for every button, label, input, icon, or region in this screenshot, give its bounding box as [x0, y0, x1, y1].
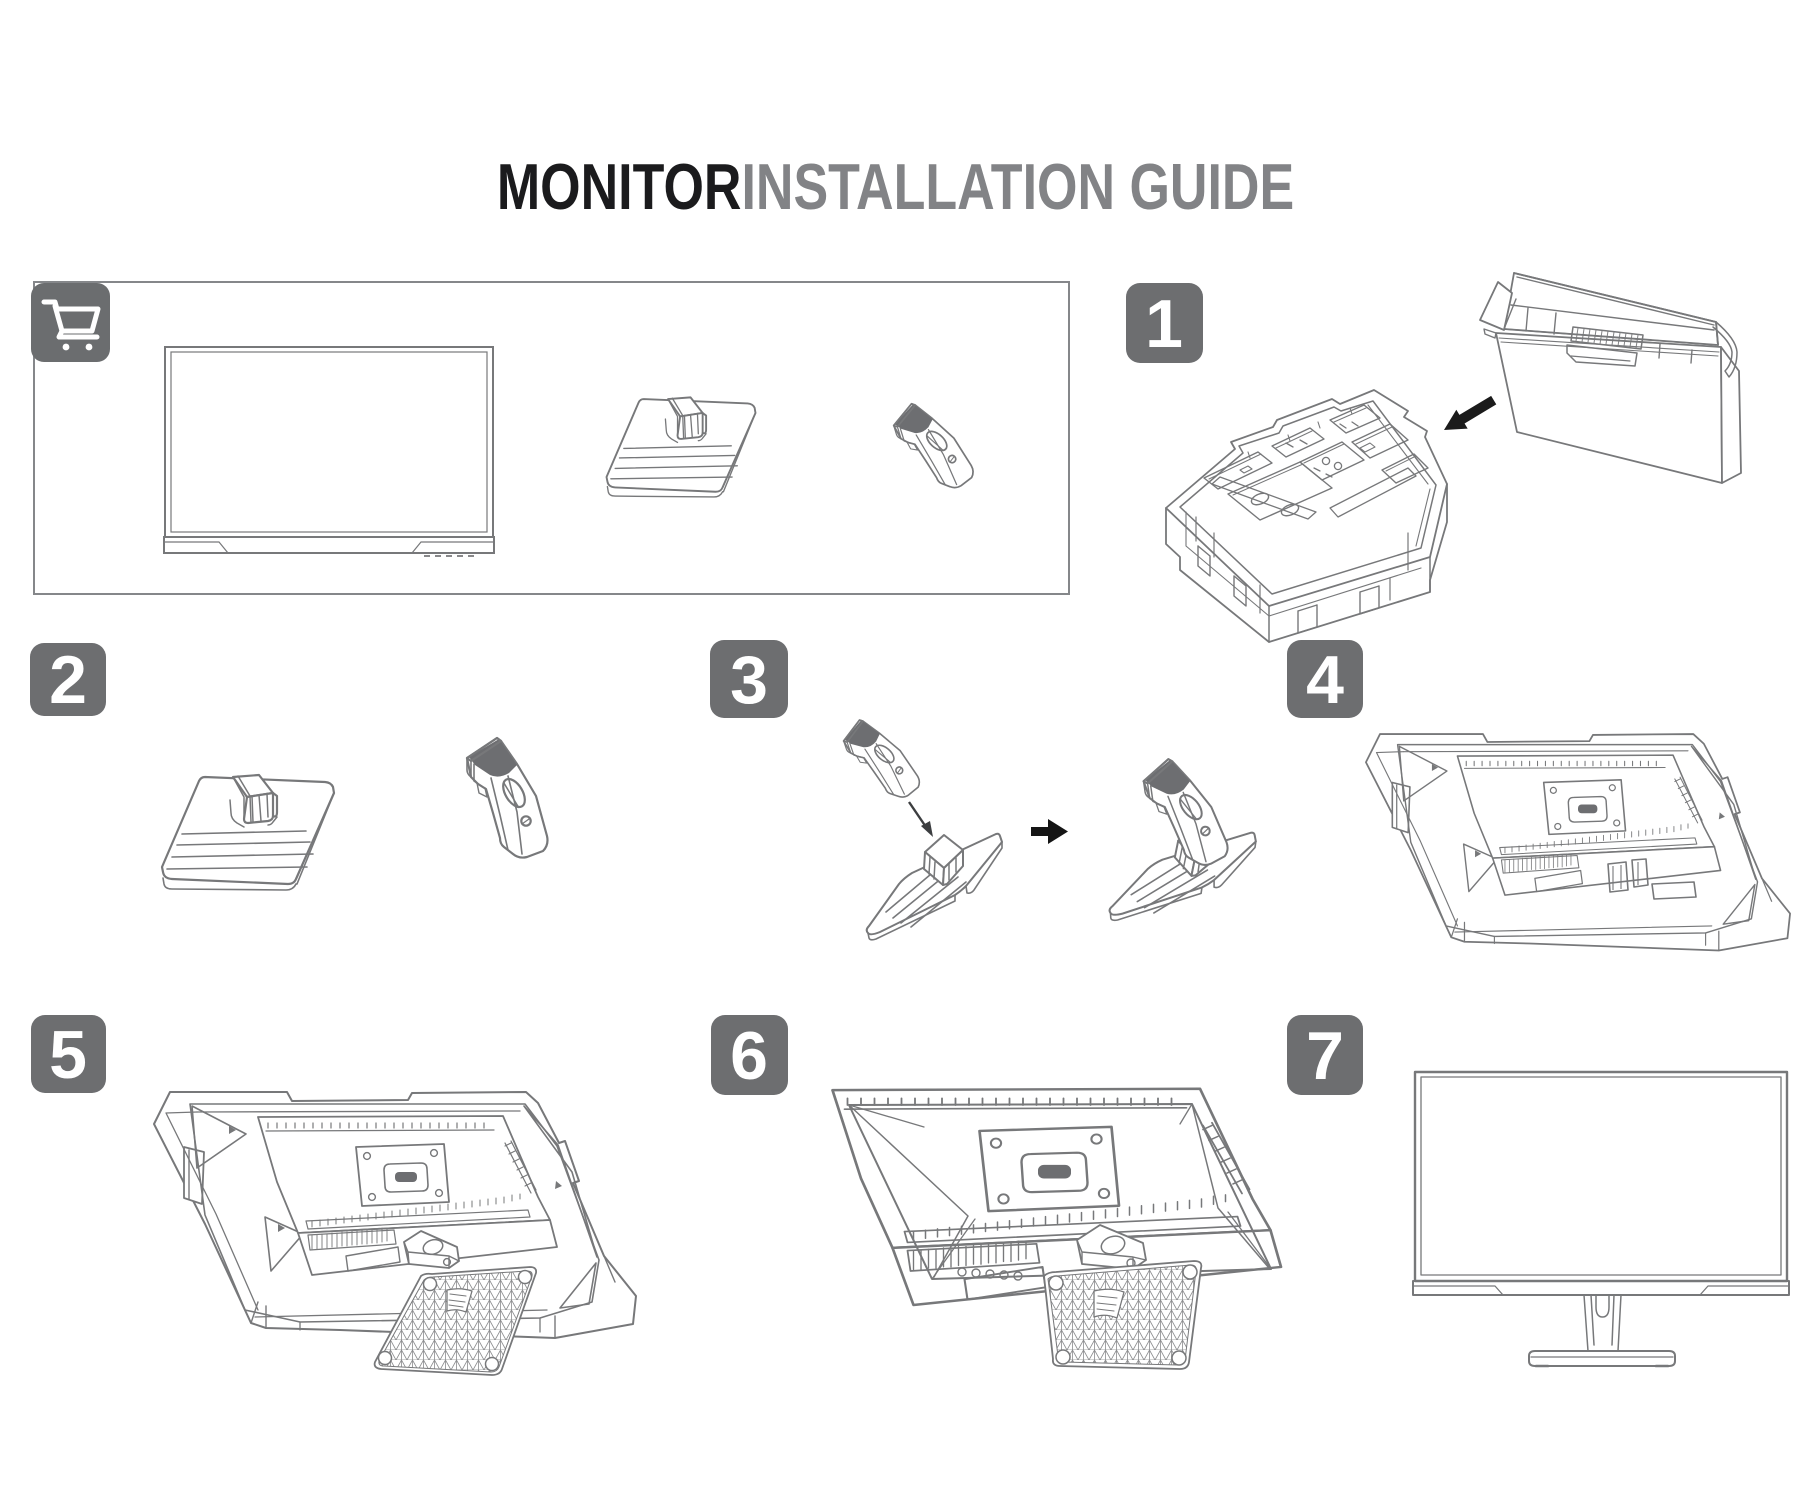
svg-text:1: 1: [1145, 286, 1183, 362]
svg-text:6: 6: [730, 1018, 768, 1094]
svg-text:2: 2: [49, 642, 87, 718]
svg-text:7: 7: [1306, 1018, 1344, 1094]
svg-text:3: 3: [730, 642, 768, 718]
svg-text:5: 5: [49, 1017, 87, 1093]
svg-text:MONITORINSTALLATION GUIDE: MONITORINSTALLATION GUIDE: [497, 152, 1294, 224]
svg-text:4: 4: [1306, 642, 1344, 718]
